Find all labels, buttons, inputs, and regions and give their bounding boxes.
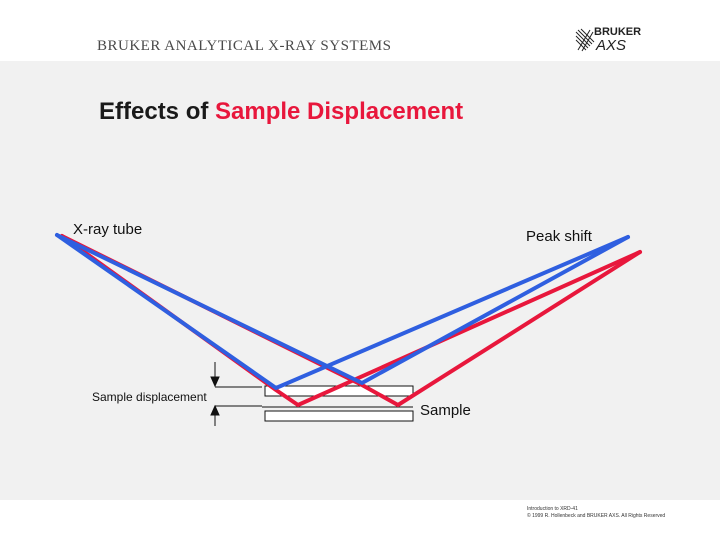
sample-label: Sample bbox=[420, 402, 471, 419]
bruker-axs-logo: BRUKER AXS bbox=[574, 24, 641, 56]
displacement-arrows bbox=[210, 362, 220, 426]
peak-shift-label: Peak shift bbox=[526, 228, 592, 245]
xray-tube-label: X-ray tube bbox=[73, 221, 143, 238]
slide-title: Effects of Sample Displacement bbox=[99, 98, 463, 126]
logo-mark-icon bbox=[575, 28, 595, 52]
logo-brand-bottom: AXS bbox=[596, 37, 627, 54]
title-accent: Sample Displacement bbox=[215, 98, 464, 125]
reference-beam-paths bbox=[55, 233, 630, 390]
footer-line-1: Introduction to XRD-41 bbox=[527, 506, 578, 512]
title-prefix: Effects of bbox=[99, 98, 216, 125]
logo-brand-top: BRUKER bbox=[594, 26, 642, 38]
footer-copyright: Introduction to XRD-41 © 1999 R. Hollenb… bbox=[527, 506, 665, 520]
sample-block bbox=[264, 410, 414, 422]
header-company: BRUKER ANALYTICAL X-RAY SYSTEMS bbox=[97, 38, 392, 54]
footer-line-2: © 1999 R. Hollenbeck and BRUKER AXS. All… bbox=[527, 513, 666, 519]
sample-displacement-label: Sample displacement bbox=[92, 390, 207, 404]
